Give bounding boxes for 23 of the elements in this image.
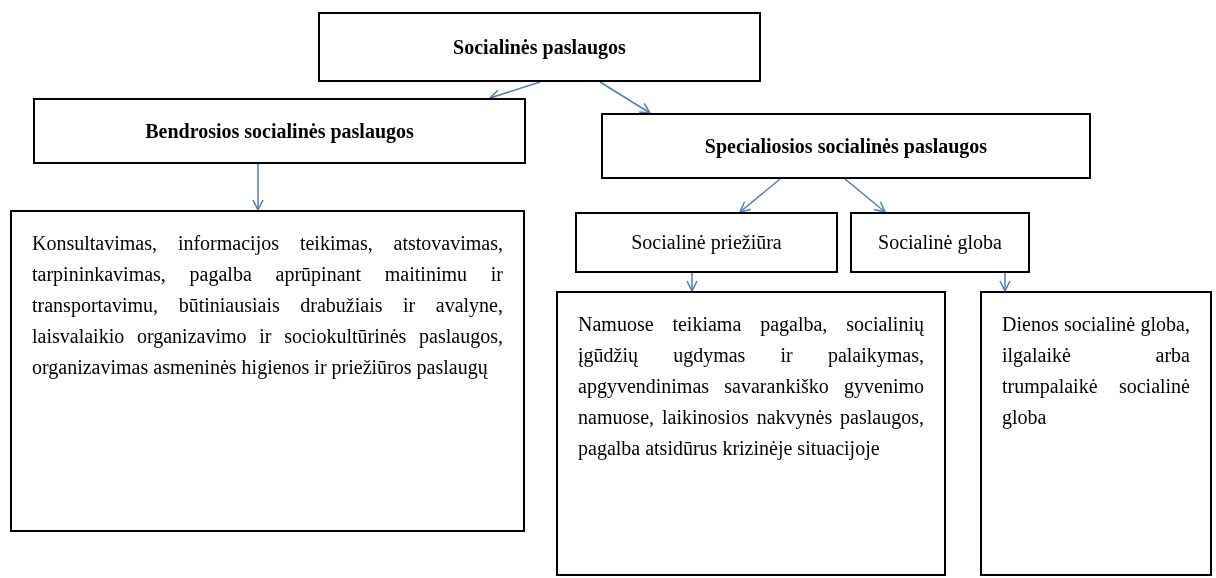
heading-text: Specialiosios socialinės paslaugos xyxy=(704,134,988,158)
arrow xyxy=(844,178,886,213)
text-box xyxy=(318,12,761,82)
arrow xyxy=(599,81,651,114)
text-box xyxy=(10,210,525,532)
text-box xyxy=(850,212,1030,273)
arrow xyxy=(739,178,781,213)
text-box xyxy=(980,291,1212,576)
description-text: Socialinė priežiūra xyxy=(631,231,782,254)
arrow xyxy=(999,272,1011,292)
arrow xyxy=(489,81,541,101)
text-box xyxy=(575,212,838,273)
description-text: Dienos socialinė globa, ilgalaikė arba trumpalaikė socialinė globa xyxy=(1002,312,1190,431)
heading-text: Socialinės paslaugos xyxy=(453,35,626,59)
heading-text: Bendrosios socialinės paslaugos xyxy=(145,119,414,143)
text-box xyxy=(33,98,526,164)
arrow xyxy=(252,163,264,211)
text-box xyxy=(601,113,1091,179)
text-box xyxy=(556,291,946,576)
arrow xyxy=(686,272,698,292)
description-text: Konsultavimas, informacijos teikimas, atstovavimas, tarpininkavimas, pagalba aprūpinant maitinimu ir transportavimu, būtiniausiais drabužiais ir avalyne, laisvalaikio organizavimo ir sociokultūrinės paslaugos, organizavimas asmeninės higienos ir priežiūros paslaugų xyxy=(32,231,503,381)
description-text: Namuose teikiama pagalba, socialinių įgūdžių ugdymas ir palaikymas, apgyvendinimas savarankiško gyvenimo namuose, laikinosios nakvynės paslaugos, pagalba atsidūrus krizinėje situacijoje xyxy=(578,312,924,462)
description-text: Socialinė globa xyxy=(878,231,1002,254)
